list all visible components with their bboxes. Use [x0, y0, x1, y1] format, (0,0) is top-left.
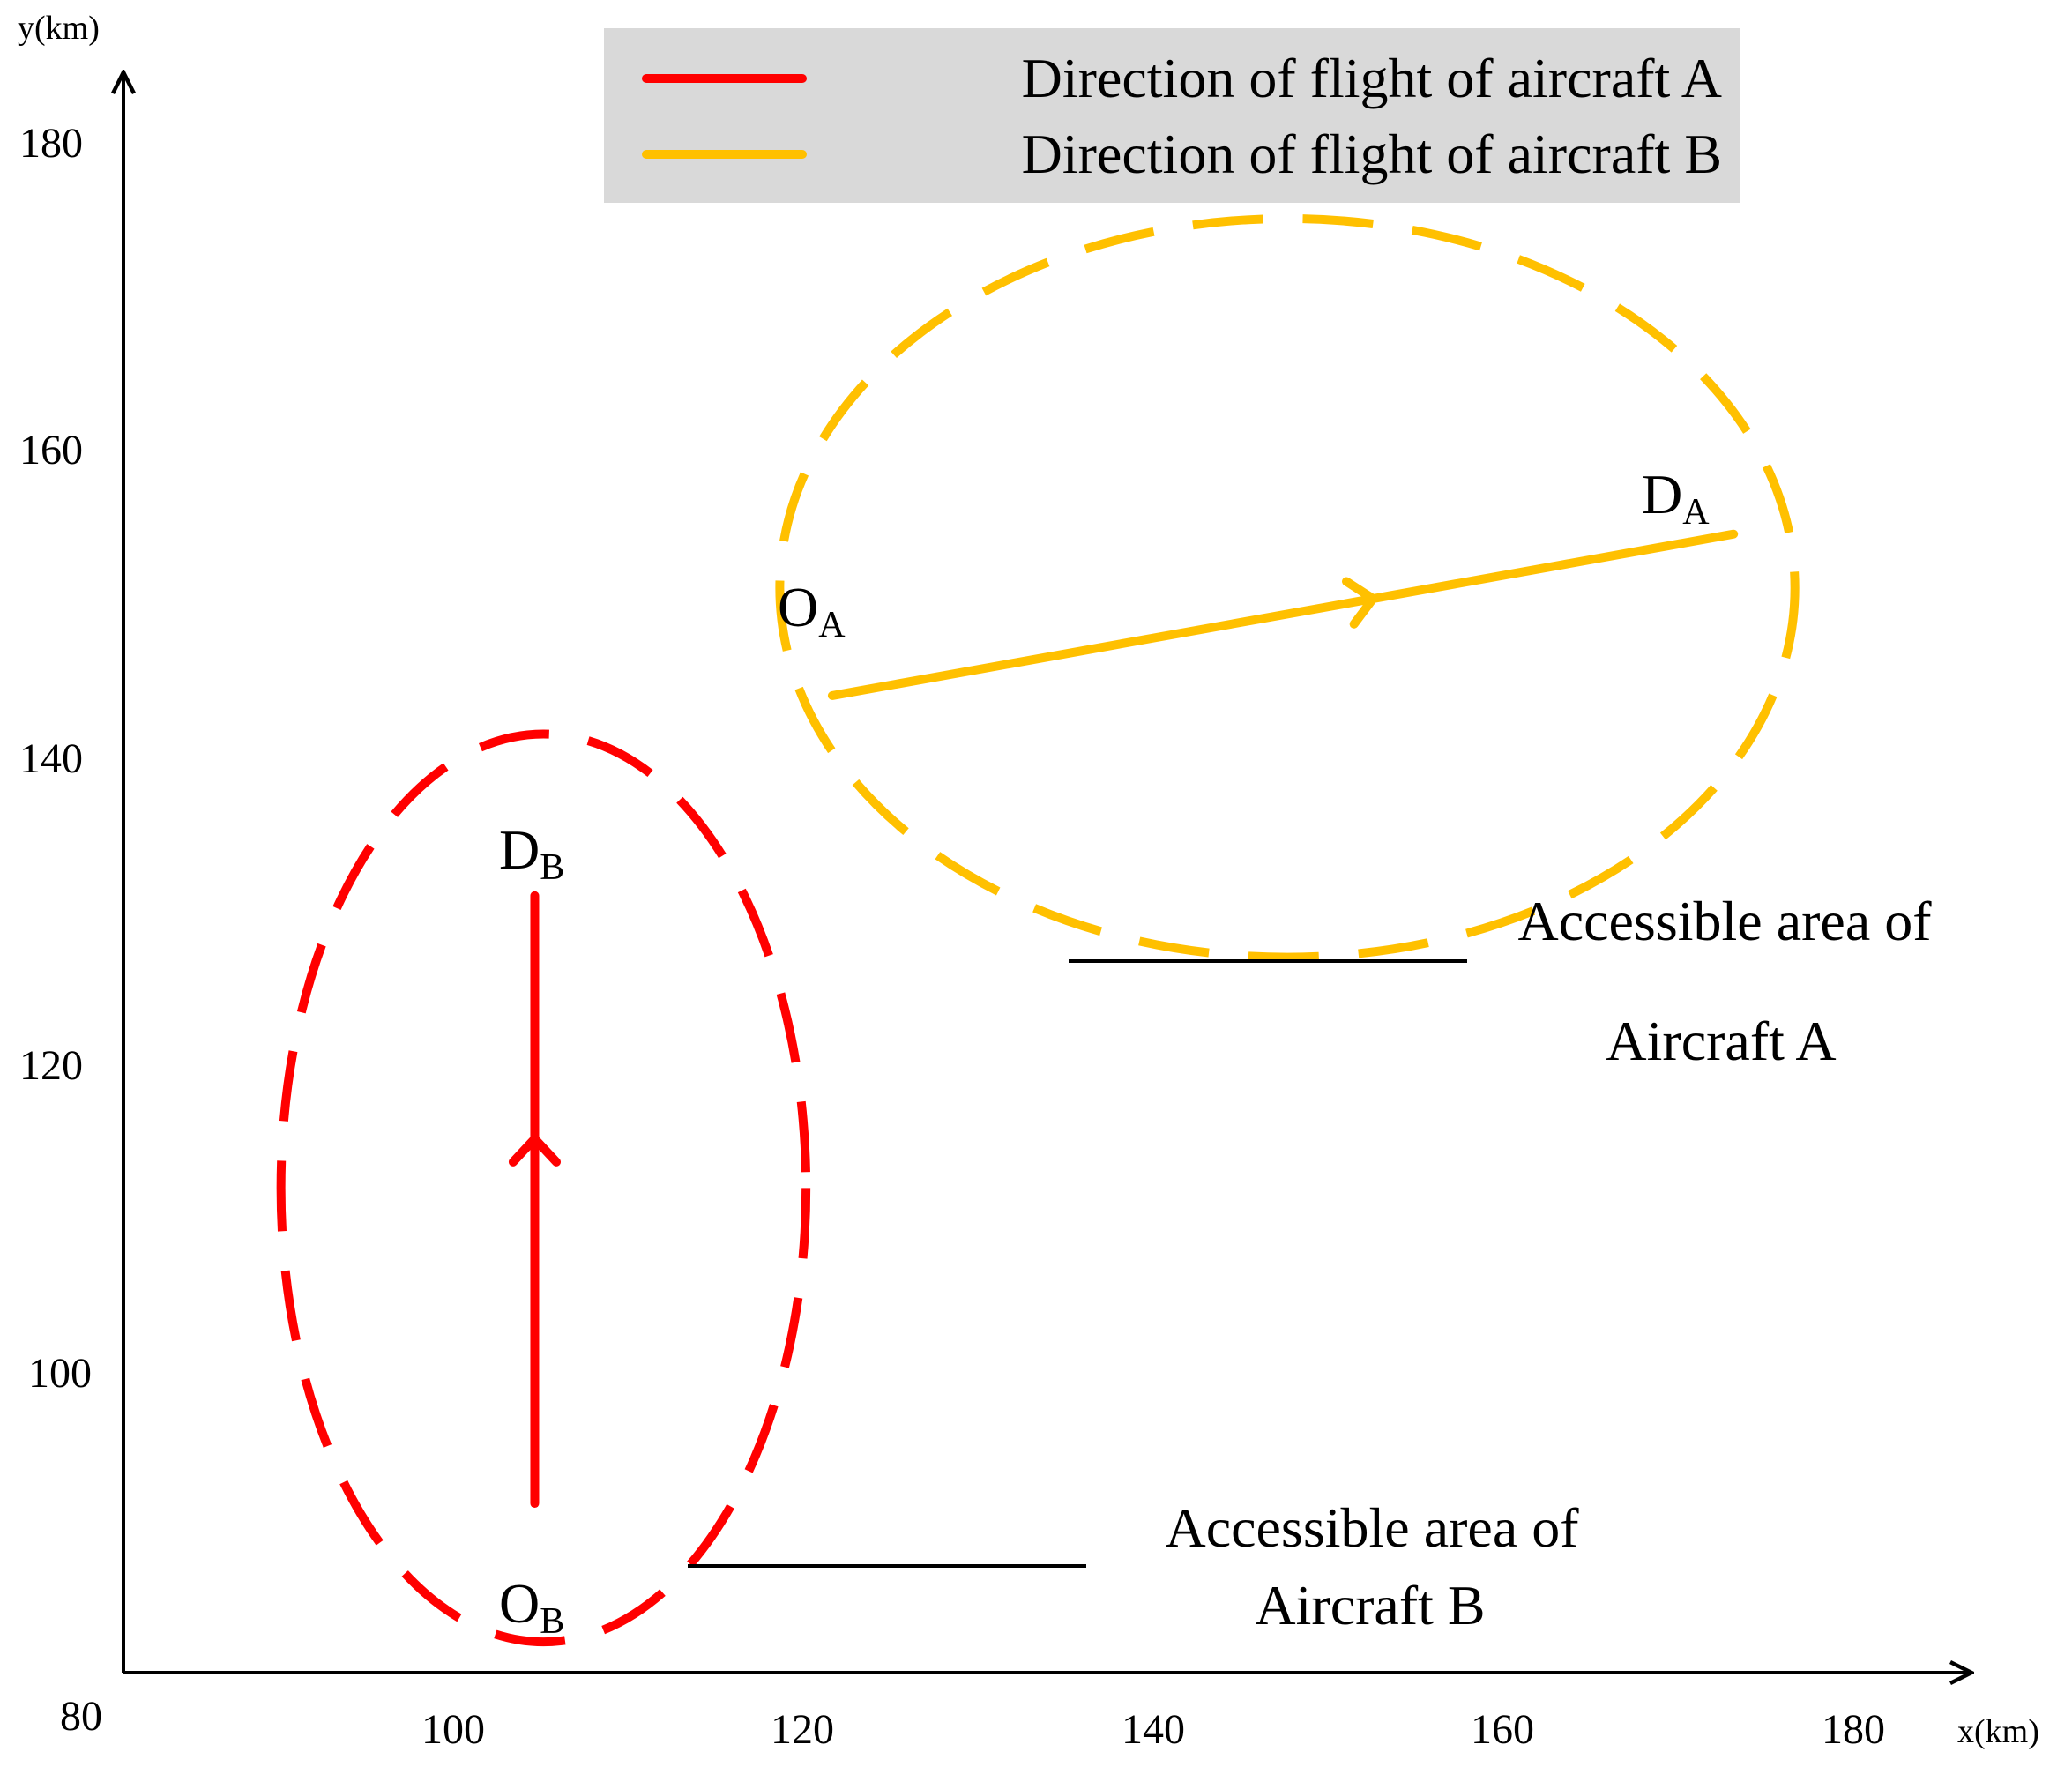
legend: Direction of flight of aircraft A Direct… [604, 28, 1740, 203]
y-tick-label: 160 [19, 427, 83, 473]
x-tick-labels: 100 120 140 160 180 [421, 1706, 1885, 1753]
annotation-area-a-line1: Accessible area of [1517, 890, 1932, 952]
origin-label: 80 [60, 1693, 102, 1740]
flight-path-a [827, 529, 1739, 700]
y-tick-label: 100 [28, 1350, 92, 1397]
point-label-ob: OB [499, 1572, 564, 1642]
x-axis-label: x(km) [1957, 1713, 2039, 1750]
y-tick-labels: 180 160 140 120 100 [19, 120, 92, 1397]
annotation-area-b-line1: Accessible area of [1165, 1496, 1579, 1559]
point-label-oa: OA [778, 576, 846, 645]
point-label-db: DB [499, 818, 564, 888]
legend-label-aircraft-b: Direction of flight of aircraft B [1022, 123, 1722, 185]
accessible-area-a-ellipse [775, 213, 1800, 962]
y-tick-label: 140 [19, 735, 83, 782]
x-tick-label: 100 [421, 1706, 485, 1753]
flight-path-b-arrowhead [508, 1134, 562, 1167]
x-tick-label: 140 [1122, 1706, 1185, 1753]
legend-label-aircraft-a: Direction of flight of aircraft A [1022, 47, 1722, 109]
x-tick-label: 160 [1471, 1706, 1534, 1753]
annotation-area-a-line2: Aircraft A [1606, 1010, 1836, 1072]
accessible-area-b-ellipse [276, 729, 811, 1647]
point-label-da: DA [1642, 463, 1710, 533]
flight-path-a-arrowhead [1342, 577, 1378, 629]
y-tick-label: 180 [19, 120, 83, 167]
x-tick-label: 120 [771, 1706, 834, 1753]
legend-box [604, 28, 1740, 203]
annotation-area-b-line2: Aircraft B [1255, 1574, 1485, 1637]
y-axis-label: y(km) [18, 10, 100, 47]
y-tick-label: 120 [19, 1042, 83, 1089]
x-tick-label: 180 [1822, 1706, 1885, 1753]
